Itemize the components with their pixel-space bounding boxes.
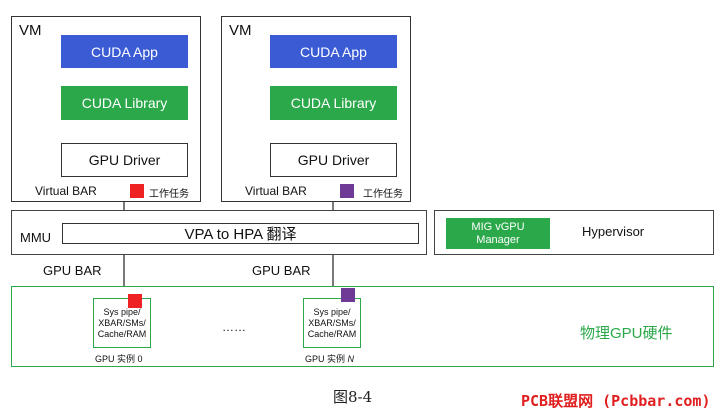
gpu-instance-n: Sys pipe/ XBAR/SMs/ Cache/RAM [303, 298, 361, 348]
instance-n-caption-index: N [347, 354, 355, 364]
instance-0-caption-prefix: GPU 实例 [95, 354, 138, 364]
mig-line-2: Manager [476, 233, 520, 246]
instance-0-caption: GPU 实例 0 [95, 352, 143, 365]
instance-0-line-3: Cache/RAM [97, 328, 147, 339]
vm1-virtual-bar-label: Virtual BAR [35, 184, 97, 198]
instance-n-line-3: Cache/RAM [307, 328, 357, 339]
gpu-bar-label-0: GPU BAR [43, 263, 102, 278]
mig-vgpu-manager: MIG vGPU Manager [446, 218, 550, 249]
vm1-cuda-app: CUDA App [61, 35, 188, 68]
hypervisor-label: Hypervisor [582, 224, 645, 239]
watermark: PCB联盟网 (Pcbbar.com) [521, 392, 711, 410]
instance-0-marker [128, 294, 142, 308]
gpu-instance-0: Sys pipe/ XBAR/SMs/ Cache/RAM [93, 298, 151, 348]
vm2-task-marker [340, 184, 354, 198]
physical-gpu-hardware-label: 物理GPU硬件 [580, 325, 673, 342]
gpu-bar-label-n: GPU BAR [252, 263, 311, 278]
vm1-task-label: 工作任务 [149, 189, 189, 200]
instance-n-caption: GPU 实例 N [305, 352, 354, 365]
vm2-virtual-bar-label: Virtual BAR [245, 184, 307, 198]
vpa-to-hpa-translation: VPA to HPA 翻译 [62, 223, 419, 244]
instance-0-line-1: Sys pipe/ [103, 306, 141, 317]
vm1-task-marker [130, 184, 144, 198]
instances-ellipsis: …… [222, 320, 246, 334]
vm2-cuda-library: CUDA Library [270, 86, 397, 120]
vm2-cuda-app: CUDA App [270, 35, 397, 68]
mig-line-1: MIG vGPU [471, 220, 525, 233]
vm1-cuda-library: CUDA Library [61, 86, 188, 120]
instance-n-marker [341, 288, 355, 302]
instance-0-line-2: XBAR/SMs/ [98, 317, 146, 328]
vm2-task-label: 工作任务 [363, 189, 403, 200]
vm2-gpu-driver: GPU Driver [270, 143, 397, 177]
instance-n-line-1: Sys pipe/ [313, 306, 351, 317]
mmu-label: MMU [20, 230, 52, 245]
instance-n-line-2: XBAR/SMs/ [308, 317, 356, 328]
vm-label-2: VM [229, 22, 252, 39]
instance-n-caption-prefix: GPU 实例 [305, 354, 348, 364]
instance-0-caption-index: 0 [137, 354, 143, 364]
vm1-gpu-driver: GPU Driver [61, 143, 188, 177]
figure-caption: 图8-4 [333, 388, 373, 406]
vm-label-1: VM [19, 22, 42, 39]
